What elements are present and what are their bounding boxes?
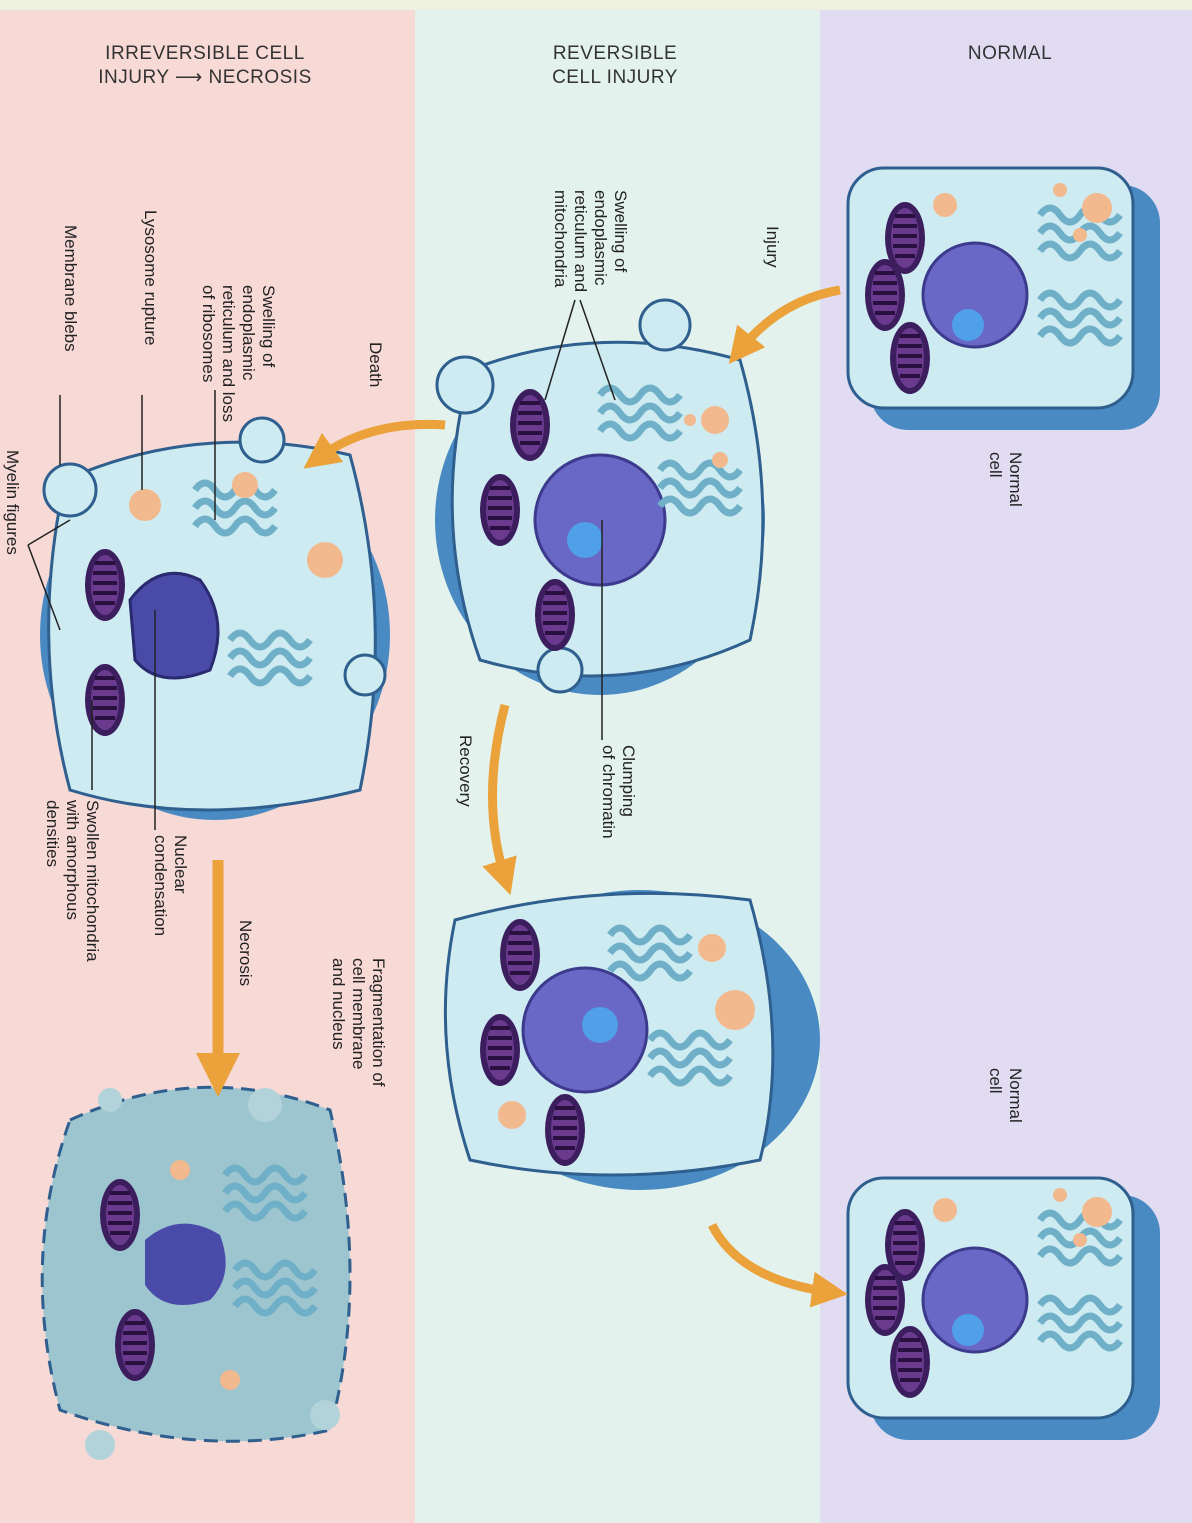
- normal-cell-bottom: [848, 1178, 1160, 1440]
- swelling-er-ribo-line1: Swelling of: [258, 285, 278, 422]
- myelin-text: Myelin figures: [2, 450, 22, 555]
- fragmentation-label: Fragmentation of cell membrane and nucle…: [328, 958, 388, 1087]
- swollen-mito-label: Swollen mitochondria with amorphous dens…: [42, 800, 102, 962]
- lysosome-label: Lysosome rupture: [140, 210, 160, 345]
- swollen-mito-line2: with amorphous: [62, 800, 82, 962]
- swelling-er-ribo-line3: reticulum and loss: [218, 285, 238, 422]
- nuclear-label: Nuclear condensation: [150, 835, 190, 936]
- normal-cell-top-label: Normal cell: [985, 452, 1025, 507]
- injury-label: Injury: [762, 226, 782, 268]
- swelling-er-mito-label: Swelling of endoplasmic reticulum and mi…: [550, 190, 630, 292]
- fragmentation-line1: Fragmentation of: [368, 958, 388, 1087]
- header-irreversible-line2: INJURY ⟶ NECROSIS: [55, 66, 355, 90]
- death-label: Death: [365, 342, 385, 387]
- recovering-cell: [445, 890, 820, 1190]
- swelling-er-mito-line1: Swelling of: [610, 190, 630, 292]
- header-arrow-icon: ⟶: [175, 67, 209, 88]
- swollen-mito-line3: densities: [42, 800, 62, 962]
- swelling-er-ribo-label: Swelling of endoplasmic reticulum and lo…: [198, 285, 278, 422]
- header-normal: NORMAL: [930, 42, 1090, 66]
- swelling-er-mito-line4: mitochondria: [550, 190, 570, 292]
- normal-cell-bottom-line1: Normal: [1005, 1068, 1025, 1123]
- necrosis-text: Necrosis: [235, 920, 255, 986]
- swelling-er-mito-line3: reticulum and: [570, 190, 590, 292]
- necrosis-label: Necrosis: [235, 920, 255, 986]
- clumping-line2: of chromatin: [598, 745, 618, 839]
- header-necrosis-word: NECROSIS: [209, 67, 312, 88]
- top-strip: [0, 0, 1192, 10]
- recovery-label: Recovery: [455, 735, 475, 807]
- swollen-mito-line1: Swollen mitochondria: [82, 800, 102, 962]
- fragmented-cell: [42, 1087, 350, 1460]
- header-irreversible: IRREVERSIBLE CELL INJURY ⟶ NECROSIS: [55, 42, 355, 90]
- normal-cell-top-line2: cell: [985, 452, 1005, 507]
- myelin-label: Myelin figures: [2, 450, 22, 555]
- normal-cell-bottom-label: Normal cell: [985, 1068, 1025, 1123]
- swelling-er-ribo-line2: endoplasmic: [238, 285, 258, 422]
- fragmentation-line3: and nucleus: [328, 958, 348, 1087]
- header-reversible-line1: REVERSIBLE: [515, 42, 715, 66]
- blebs-label: Membrane blebs: [60, 225, 80, 352]
- blebs-text: Membrane blebs: [60, 225, 80, 352]
- header-normal-line1: NORMAL: [930, 42, 1090, 66]
- death-text: Death: [365, 342, 385, 387]
- normal-cell-bottom-line2: cell: [985, 1068, 1005, 1123]
- header-reversible: REVERSIBLE CELL INJURY: [515, 42, 715, 90]
- swelling-er-ribo-line4: of ribosomes: [198, 285, 218, 422]
- nuclear-line2: condensation: [150, 835, 170, 936]
- recovery-text: Recovery: [455, 735, 475, 807]
- header-injury-word: INJURY: [98, 67, 169, 88]
- injury-text: Injury: [762, 226, 782, 268]
- lysosome-text: Lysosome rupture: [140, 210, 160, 345]
- normal-cell-top: [848, 168, 1160, 430]
- swelling-er-mito-line2: endoplasmic: [590, 190, 610, 292]
- fragmentation-line2: cell membrane: [348, 958, 368, 1087]
- header-reversible-line2: CELL INJURY: [515, 66, 715, 90]
- nuclear-line1: Nuclear: [170, 835, 190, 936]
- clumping-label: Clumping of chromatin: [598, 745, 638, 839]
- header-irreversible-line1: IRREVERSIBLE CELL: [55, 42, 355, 66]
- clumping-line1: Clumping: [618, 745, 638, 839]
- normal-cell-top-line1: Normal: [1005, 452, 1025, 507]
